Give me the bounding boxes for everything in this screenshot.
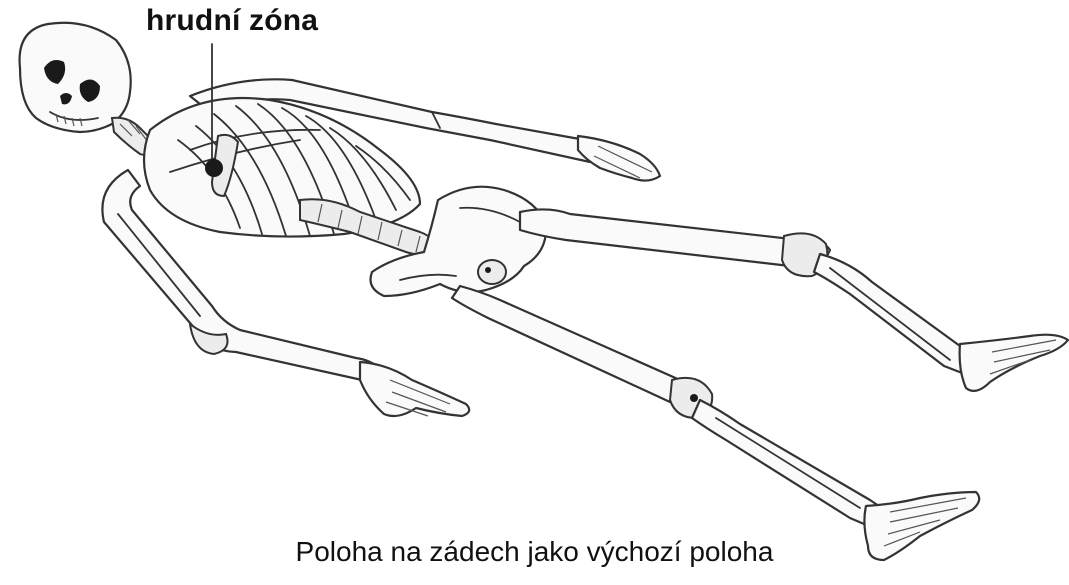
figure-caption: Poloha na zádech jako výchozí poloha <box>0 536 1069 568</box>
skull <box>20 23 131 132</box>
zone-label: hrudní zóna <box>146 4 318 38</box>
